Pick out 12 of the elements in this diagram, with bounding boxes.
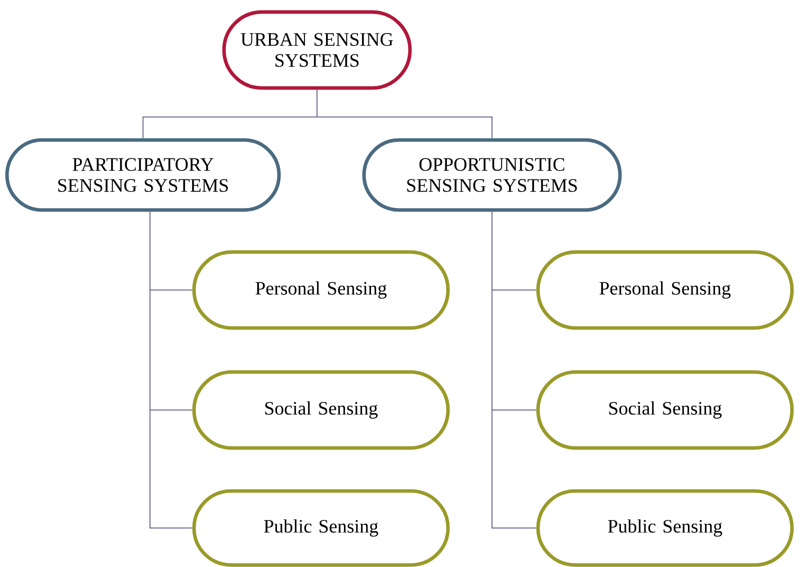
leaf-box: Public Sensing (536, 489, 794, 567)
connector-line (316, 89, 492, 139)
leaf-box: Public Sensing (192, 489, 450, 567)
leaf-box: Social Sensing (536, 370, 794, 450)
leaf-box: Social Sensing (192, 370, 450, 450)
category-box: PARTICIPATORY SENSING SYSTEMS (5, 138, 281, 212)
category-box: OPPORTUNISTIC SENSING SYSTEMS (362, 138, 622, 212)
leaf-box: Personal Sensing (192, 250, 450, 330)
connector-line (492, 211, 537, 528)
leaf-box: Personal Sensing (536, 250, 794, 330)
connector-line (150, 211, 193, 528)
root-box: URBAN SENSING SYSTEMS (222, 10, 412, 90)
